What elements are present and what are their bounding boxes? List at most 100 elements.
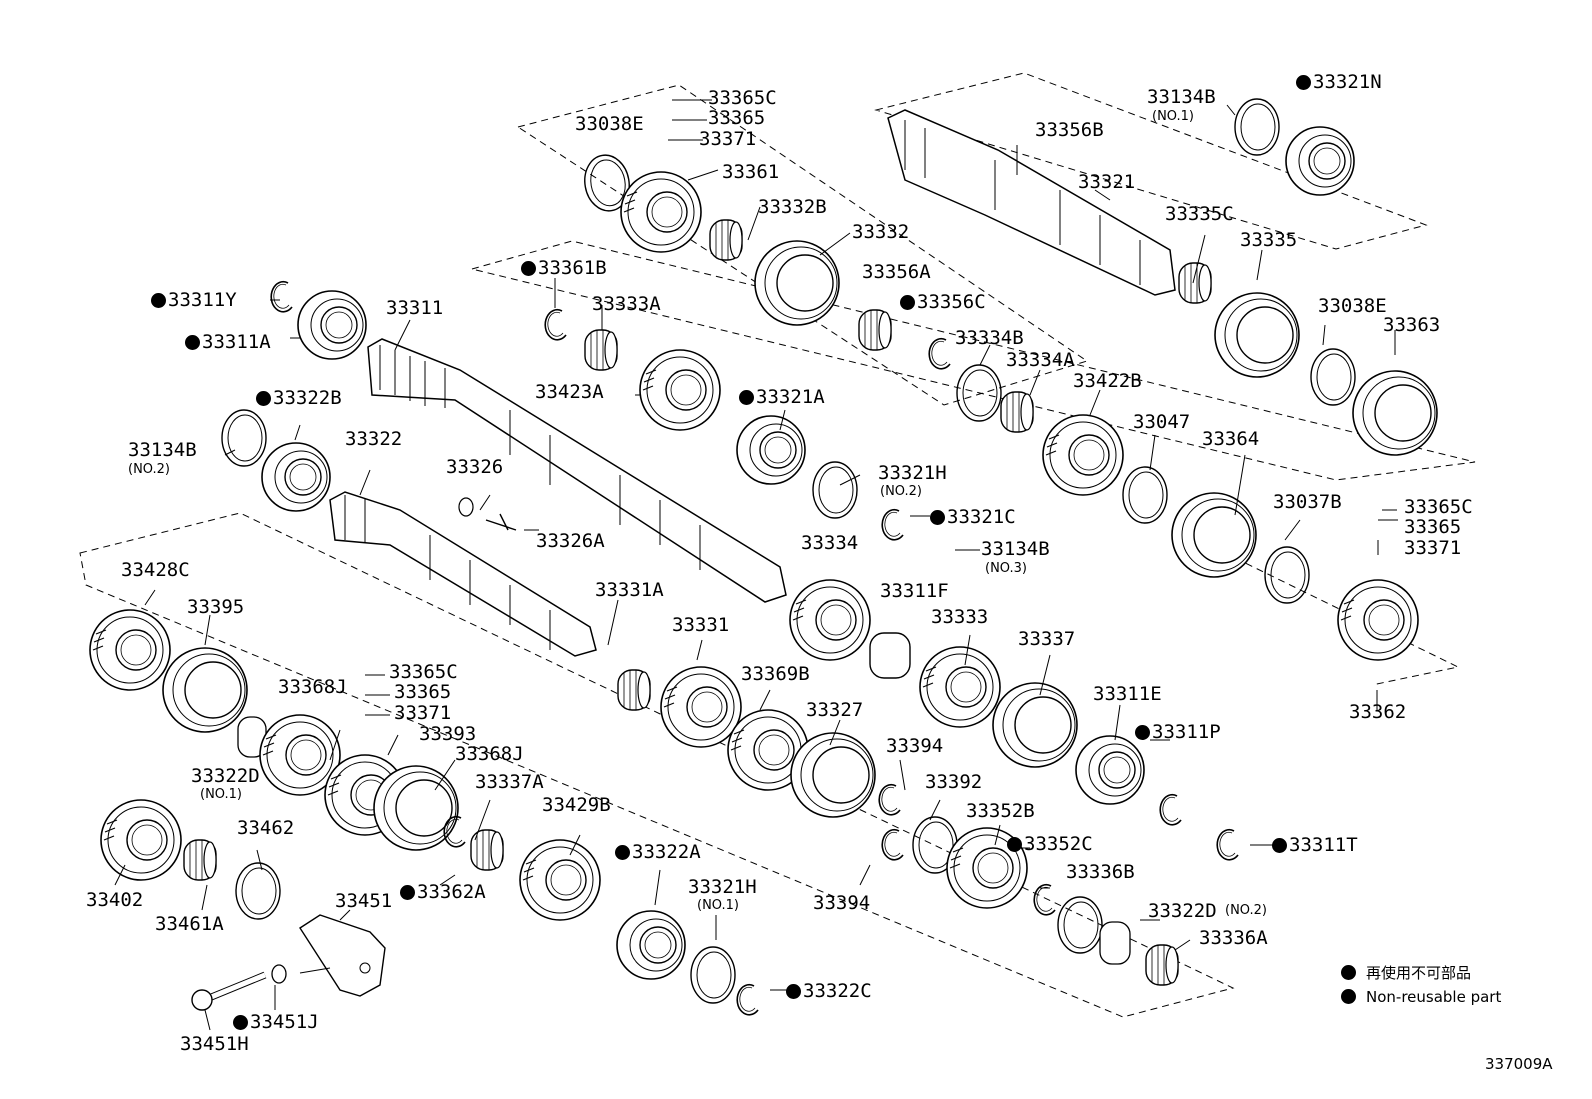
part-label-33321[interactable]: 33321 — [1078, 171, 1136, 193]
part-label-33461A[interactable]: 33461A — [155, 913, 224, 935]
part-label-33038E[interactable]: 33038E — [575, 113, 644, 135]
part-label-33037B[interactable]: 33037B — [1273, 491, 1342, 513]
part-label-33331A[interactable]: 33331A — [595, 579, 664, 601]
part-label-33326A[interactable]: 33326A — [536, 530, 605, 552]
part-note-no2: (NO.2) — [128, 462, 170, 477]
part-label-33462[interactable]: 33462 — [237, 817, 295, 839]
nonreusable-dot-icon — [256, 391, 271, 406]
part-label-33334B[interactable]: 33334B — [955, 327, 1024, 349]
part-label-33311T[interactable]: 33311T — [1272, 835, 1358, 855]
nonreusable-dot-icon — [1341, 965, 1356, 980]
nonreusable-dot-icon — [151, 293, 166, 308]
diagram-code: 337009A — [1485, 1055, 1553, 1073]
part-label-33451J[interactable]: 33451J — [233, 1012, 319, 1032]
part-label-33335[interactable]: 33335 — [1240, 229, 1298, 251]
part-note-no2-b: (NO.2) — [880, 484, 922, 499]
part-label-33363[interactable]: 33363 — [1383, 314, 1441, 336]
part-label-33311Y[interactable]: 33311Y — [151, 290, 237, 310]
part-label-33134B-no2[interactable]: 33134B — [128, 439, 197, 461]
part-label-33394-b[interactable]: 33394 — [813, 892, 871, 914]
part-label-33336A[interactable]: 33336A — [1199, 927, 1268, 949]
nonreusable-dot-icon — [615, 845, 630, 860]
part-label-33395[interactable]: 33395 — [187, 596, 245, 618]
part-label-33423A[interactable]: 33423A — [535, 381, 604, 403]
part-label-33368J-b[interactable]: 33368J — [455, 743, 524, 765]
part-label-33333[interactable]: 33333 — [931, 606, 989, 628]
part-label-33331[interactable]: 33331 — [672, 614, 730, 636]
nonreusable-dot-icon — [1135, 725, 1150, 740]
part-label-33311A[interactable]: 33311A — [185, 332, 271, 352]
part-note-no1-b: (NO.1) — [200, 787, 242, 802]
part-label-33422B[interactable]: 33422B — [1073, 370, 1142, 392]
part-label-33335C[interactable]: 33335C — [1165, 203, 1234, 225]
part-label-33322C[interactable]: 33322C — [786, 981, 872, 1001]
part-label-33327[interactable]: 33327 — [806, 699, 864, 721]
part-label-33362[interactable]: 33362 — [1349, 701, 1407, 723]
part-label-33371-c[interactable]: 33371 — [394, 702, 452, 724]
part-label-33321A[interactable]: 33321A — [739, 387, 825, 407]
part-label-33322B[interactable]: 33322B — [256, 388, 342, 408]
part-label-33332B[interactable]: 33332B — [758, 196, 827, 218]
part-label-33322D-no1[interactable]: 33322D — [191, 765, 260, 787]
part-label-33333A[interactable]: 33333A — [592, 293, 661, 315]
part-note-no1: (NO.1) — [1152, 109, 1194, 124]
part-label-33311F[interactable]: 33311F — [880, 580, 949, 602]
part-label-33428C[interactable]: 33428C — [121, 559, 190, 581]
part-label-33337[interactable]: 33337 — [1018, 628, 1076, 650]
part-label-33369B[interactable]: 33369B — [741, 663, 810, 685]
part-label-33451H[interactable]: 33451H — [180, 1033, 249, 1055]
nonreusable-dot-icon — [786, 984, 801, 999]
part-label-33047[interactable]: 33047 — [1133, 411, 1191, 433]
part-label-33356A[interactable]: 33356A — [862, 261, 931, 283]
part-label-33336B[interactable]: 33336B — [1066, 861, 1135, 883]
part-label-33322A[interactable]: 33322A — [615, 842, 701, 862]
part-label-33352B[interactable]: 33352B — [966, 800, 1035, 822]
part-label-33134B-no3[interactable]: 33134B — [981, 538, 1050, 560]
part-label-33393[interactable]: 33393 — [419, 723, 477, 745]
part-label-33322[interactable]: 33322 — [345, 428, 403, 450]
nonreusable-dot-icon — [900, 295, 915, 310]
part-label-33321H-no2[interactable]: 33321H — [878, 462, 947, 484]
part-note-no3: (NO.3) — [985, 561, 1027, 576]
part-label-33361[interactable]: 33361 — [722, 161, 780, 183]
part-label-33365C-c[interactable]: 33365C — [389, 661, 458, 683]
part-label-33371-b[interactable]: 33371 — [1404, 537, 1462, 559]
part-label-33394[interactable]: 33394 — [886, 735, 944, 757]
part-label-33332[interactable]: 33332 — [852, 221, 910, 243]
part-label-33368J[interactable]: 33368J — [278, 676, 347, 698]
part-label-33038E-b[interactable]: 33038E — [1318, 295, 1387, 317]
part-label-33365C-b[interactable]: 33365C — [1404, 496, 1473, 518]
part-label-33371[interactable]: 33371 — [699, 128, 757, 150]
part-label-33334[interactable]: 33334 — [801, 532, 859, 554]
part-label-33321H-no1[interactable]: 33321H — [688, 876, 757, 898]
part-label-33321C[interactable]: 33321C — [930, 507, 1016, 527]
part-label-33365C[interactable]: 33365C — [708, 87, 777, 109]
part-label-33365-c[interactable]: 33365 — [394, 681, 452, 703]
nonreusable-dot-icon — [400, 885, 415, 900]
part-label-33337A[interactable]: 33337A — [475, 771, 544, 793]
part-label-33402[interactable]: 33402 — [86, 889, 144, 911]
part-label-33451[interactable]: 33451 — [335, 890, 393, 912]
part-label-33392[interactable]: 33392 — [925, 771, 983, 793]
part-label-33429B[interactable]: 33429B — [542, 794, 611, 816]
part-label-33365-b[interactable]: 33365 — [1404, 516, 1462, 538]
part-label-33362A[interactable]: 33362A — [400, 882, 486, 902]
nonreusable-dot-icon — [233, 1015, 248, 1030]
part-label-33322D-no2[interactable]: 33322D — [1148, 900, 1217, 922]
nonreusable-dot-icon — [1007, 837, 1022, 852]
part-label-33365[interactable]: 33365 — [708, 107, 766, 129]
part-label-33356B[interactable]: 33356B — [1035, 119, 1104, 141]
part-label-33364[interactable]: 33364 — [1202, 428, 1260, 450]
part-label-33134B-no1[interactable]: 33134B — [1147, 86, 1216, 108]
nonreusable-dot-icon — [185, 335, 200, 350]
part-label-33311E[interactable]: 33311E — [1093, 683, 1162, 705]
part-label-33356C[interactable]: 33356C — [900, 292, 986, 312]
part-label-33352C[interactable]: 33352C — [1007, 834, 1093, 854]
part-label-33311P[interactable]: 33311P — [1135, 722, 1221, 742]
part-label-33311[interactable]: 33311 — [386, 297, 444, 319]
part-label-33334A[interactable]: 33334A — [1006, 349, 1075, 371]
part-label-33326[interactable]: 33326 — [446, 456, 504, 478]
part-label-33361B[interactable]: 33361B — [521, 258, 607, 278]
part-label-33321N[interactable]: 33321N — [1296, 72, 1382, 92]
